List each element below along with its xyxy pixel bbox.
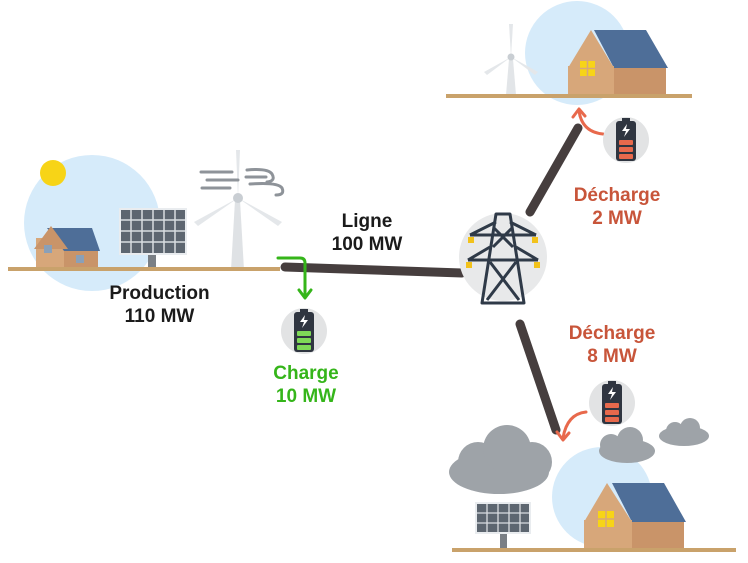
ground-top: [446, 94, 692, 98]
house-icon: [568, 30, 668, 95]
charge-arrow-icon: [276, 256, 313, 300]
discharge-top-name: Décharge: [573, 185, 661, 206]
production-name: Production: [109, 283, 210, 304]
wind-turbine-icon: [484, 24, 538, 95]
power-line-top: [525, 123, 583, 217]
consumer-site-top: [446, 1, 692, 105]
discharge-bottom-label: Décharge 8 MW: [553, 322, 671, 368]
house-icon: [34, 226, 100, 269]
production-value: 110 MW: [124, 306, 195, 327]
line-value: 100 MW: [331, 234, 403, 255]
discharge-top-label: Décharge 2 MW: [566, 184, 668, 230]
line-name: Ligne: [341, 211, 393, 232]
production-site: [8, 150, 285, 291]
discharge-top-battery-icon: [603, 117, 649, 163]
charge-value: 10 MW: [275, 386, 337, 407]
ground-left: [8, 267, 280, 271]
ground-bottom: [452, 548, 736, 552]
charge-battery-icon: [281, 308, 327, 354]
charge-label: Charge 10 MW: [246, 362, 366, 408]
sun-icon: [40, 160, 66, 186]
production-label: Production 110 MW: [82, 282, 237, 328]
line-label: Ligne 100 MW: [297, 210, 437, 256]
discharge-bottom-arrow-icon: [555, 410, 588, 442]
discharge-top-arrow-icon: [571, 107, 605, 136]
discharge-bottom-battery-icon: [589, 380, 635, 426]
power-line-bottom: [515, 319, 561, 435]
power-line-main: [280, 262, 467, 278]
solar-panel-icon: [119, 208, 187, 270]
discharge-bottom-name: Décharge: [568, 323, 656, 344]
solar-panel-icon: [475, 502, 531, 548]
cloud-icon: [449, 418, 709, 494]
pylon-icon: [459, 212, 547, 305]
discharge-bottom-value: 8 MW: [587, 346, 637, 367]
power-lines: [280, 123, 583, 435]
wind-gust-icon: [199, 168, 285, 197]
wind-turbine-icon: [194, 150, 282, 270]
house-icon: [584, 483, 686, 549]
charge-name: Charge: [273, 363, 339, 384]
discharge-top-value: 2 MW: [592, 208, 642, 229]
consumer-site-bottom: [449, 418, 736, 552]
